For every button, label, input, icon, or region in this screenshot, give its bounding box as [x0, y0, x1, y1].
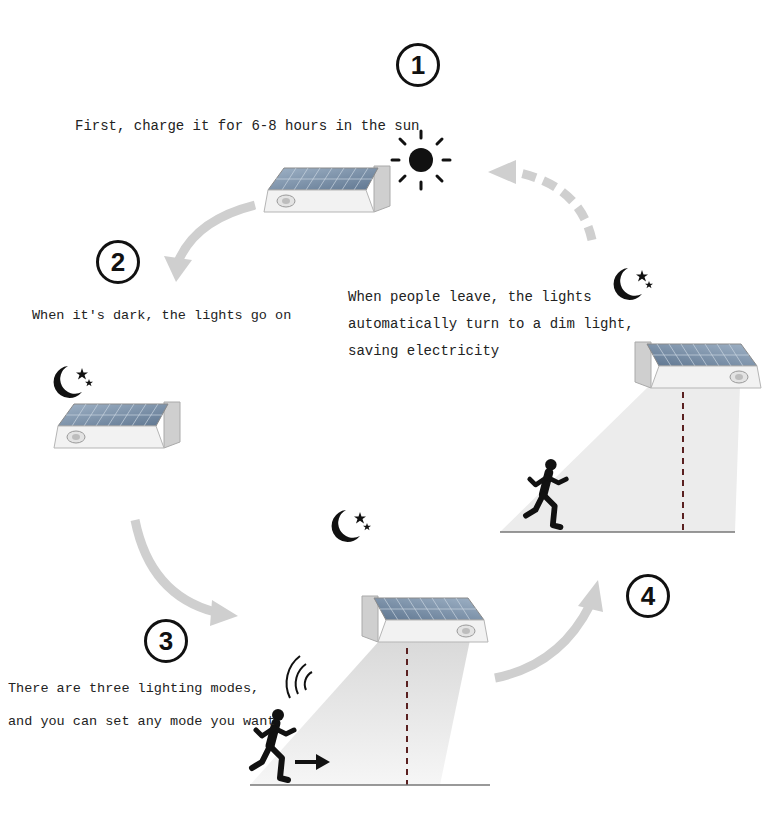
- moon-icon: [332, 510, 371, 542]
- dashed-line: [406, 648, 408, 785]
- solar-lamp: [264, 166, 390, 212]
- callout-number: 3: [159, 628, 173, 654]
- moon-icon: [614, 268, 653, 300]
- step-text: When it's dark, the lights go on: [32, 306, 322, 326]
- step-text: There are three lighting modes, and you …: [8, 672, 280, 738]
- step-text: First, charge it for 6-8 hours in the su…: [75, 116, 475, 136]
- cycle-arrow: [164, 205, 255, 282]
- callout-number: 4: [641, 583, 655, 609]
- sun-icon: [392, 131, 450, 189]
- solar-lamp: [54, 402, 180, 448]
- solar-lamp: [362, 596, 488, 642]
- ground-line: [500, 531, 735, 533]
- sensor-waves: [287, 656, 312, 698]
- moon-icon: [54, 366, 93, 398]
- dashed-line: [682, 392, 684, 532]
- callout-number: 1: [396, 43, 440, 87]
- light-beam: [500, 385, 740, 532]
- ground-line: [250, 784, 490, 786]
- callout-number: 1: [411, 52, 425, 78]
- running-person: [526, 459, 566, 527]
- cycle-arrow: [488, 160, 592, 240]
- light-beam: [250, 640, 470, 785]
- callout-number: 4: [626, 574, 670, 618]
- callout-number: 2: [111, 249, 125, 275]
- step-text: When people leave, the lights automatica…: [348, 284, 648, 365]
- cycle-arrow: [135, 520, 238, 626]
- callout-number: 3: [144, 619, 188, 663]
- cycle-arrow: [495, 580, 603, 678]
- callout-number: 2: [96, 240, 140, 284]
- motion-arrow: [295, 754, 330, 770]
- solar-lamp: [635, 342, 761, 388]
